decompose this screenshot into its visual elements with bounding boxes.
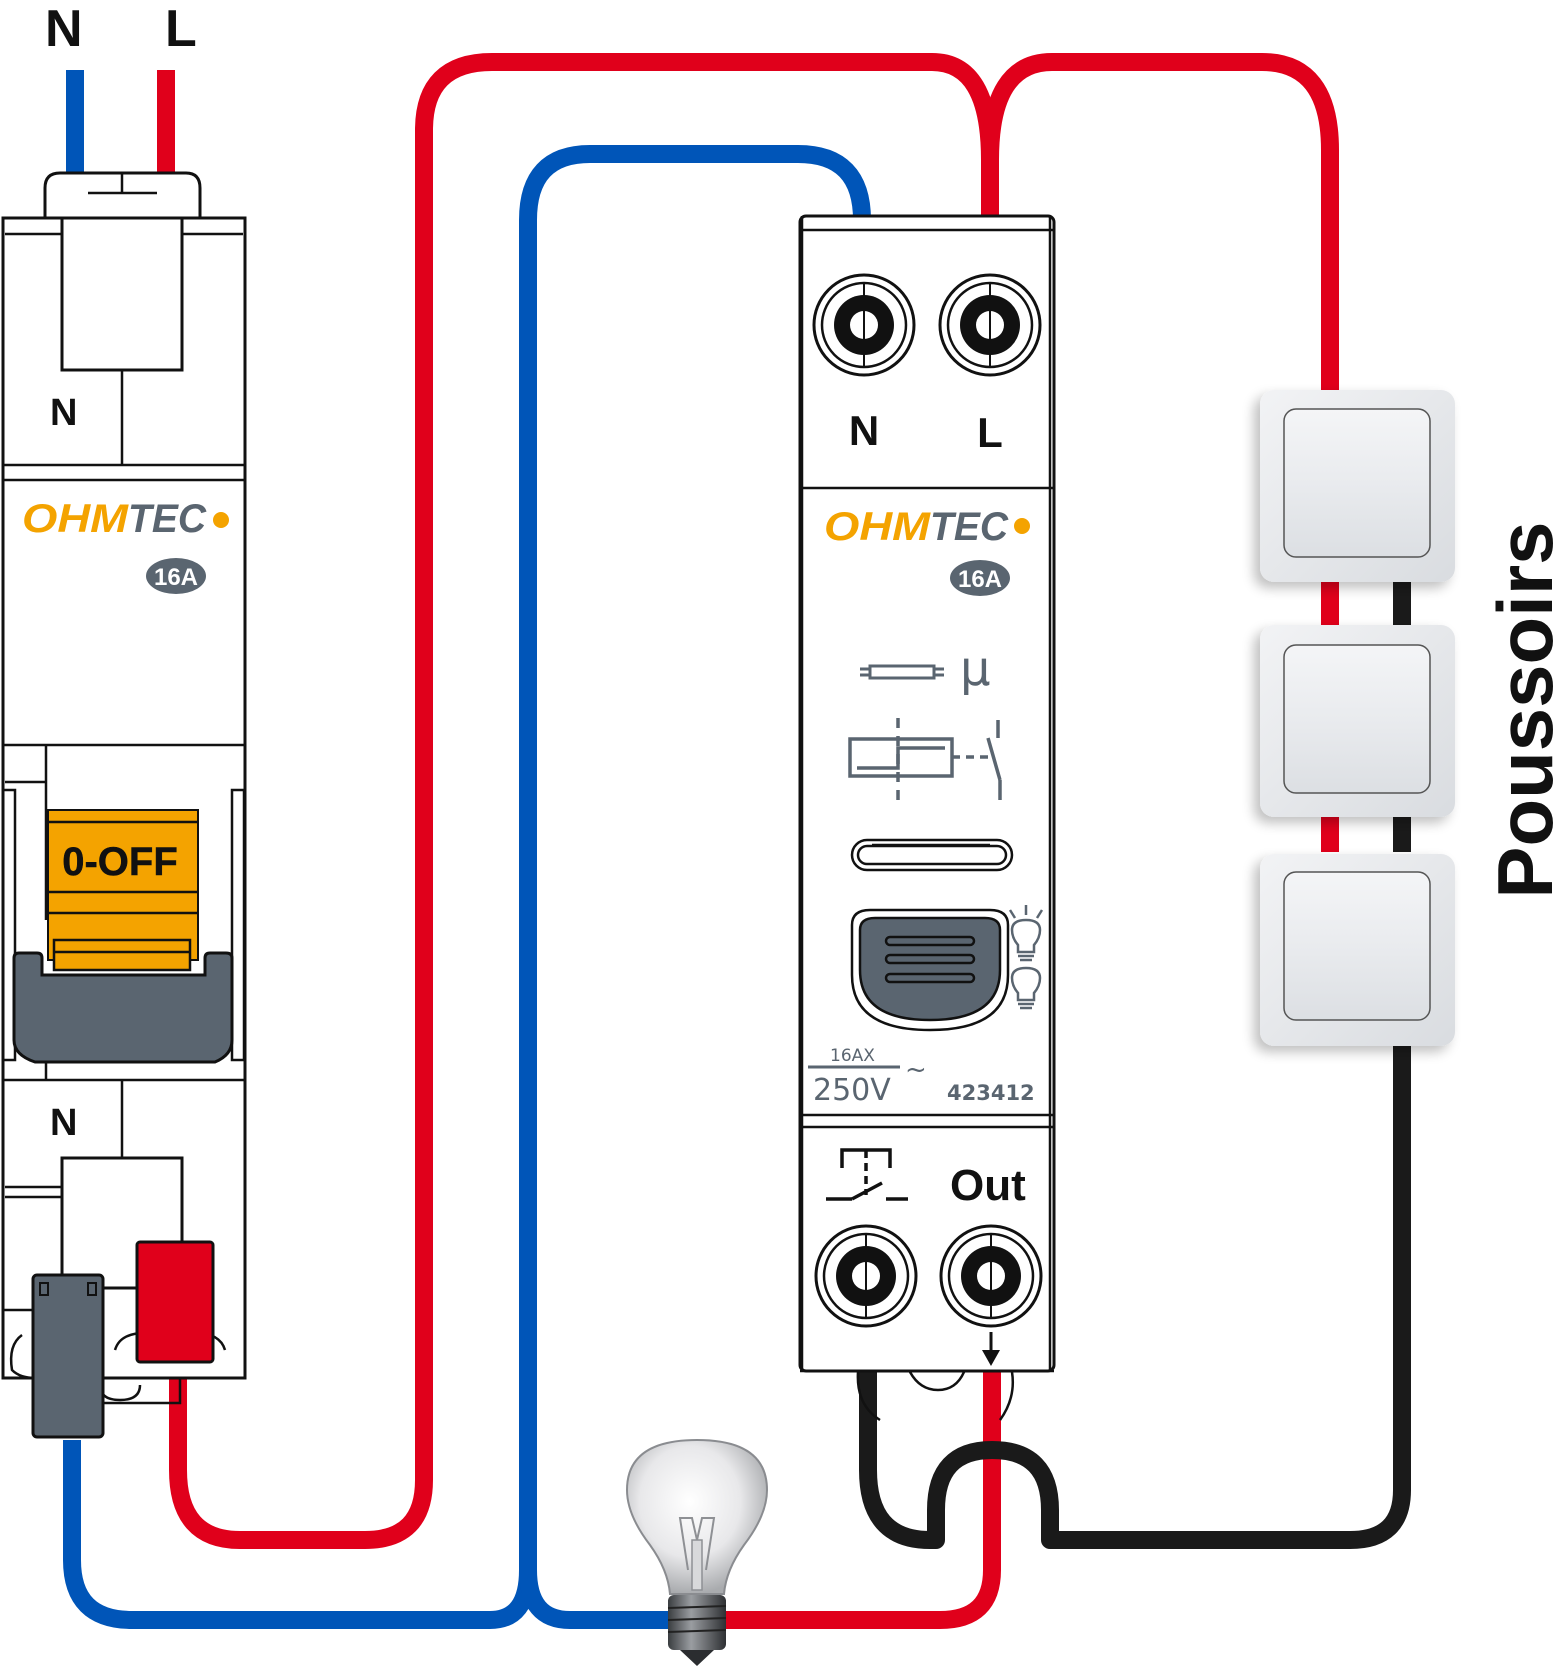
relay-terminal-out[interactable]	[939, 1224, 1043, 1328]
pushbutton-1[interactable]	[1260, 390, 1455, 582]
supply-neutral-label: N	[45, 0, 83, 58]
spec-current: 16AX	[830, 1046, 875, 1066]
impulse-relay: N L OHM TEC 16A µ	[798, 214, 1056, 1422]
pushbutton-return-wire	[859, 1030, 1411, 1549]
pushbutton-3[interactable]	[1260, 854, 1455, 1046]
svg-text:TEC: TEC	[128, 497, 207, 541]
breaker-rating: 16A	[154, 564, 198, 591]
live-wire-pushbuttons	[981, 53, 1339, 400]
output-arrow-icon	[982, 1332, 1000, 1366]
light-on-icon	[1008, 905, 1044, 962]
pushbuttons-title: Poussoirs	[1481, 521, 1558, 898]
relay-terminal-pushbutton[interactable]	[814, 1224, 918, 1328]
breaker-brand-logo: OHM TEC	[22, 497, 229, 541]
breaker-bottom-terminal-label: N	[50, 1102, 77, 1144]
relay-coil-contact-icon	[848, 718, 1002, 800]
relay-reference: 423412	[947, 1081, 1035, 1105]
spec-voltage: 250V	[813, 1073, 891, 1108]
breaker-lever[interactable]: 0-OFF	[47, 809, 199, 972]
live-wire-feed	[169, 53, 999, 1549]
relay-input-label-l: L	[977, 409, 1003, 456]
relay-rating: 16A	[958, 566, 1002, 593]
breaker-live-terminal[interactable]	[135, 1240, 215, 1364]
pushbutton-2[interactable]	[1260, 625, 1455, 817]
relay-output-label: Out	[950, 1161, 1026, 1210]
relay-input-label-n: N	[849, 407, 879, 454]
neutral-wire-return	[63, 145, 871, 1629]
breaker-handle[interactable]	[12, 951, 234, 1064]
breaker-neutral-terminal[interactable]	[31, 1273, 105, 1439]
breaker-top-terminal-label: N	[50, 392, 77, 434]
relay-terminal-n[interactable]	[812, 273, 916, 377]
micro-symbol: µ	[960, 641, 991, 697]
supply-live-label: L	[165, 0, 197, 58]
electronic-component-icon	[860, 664, 944, 680]
spec-ac-symbol: ~	[905, 1055, 927, 1085]
output-wire-lamp	[720, 1370, 1001, 1629]
relay-terminal-l[interactable]	[938, 273, 1042, 377]
relay-window-slot	[850, 838, 1014, 872]
relay-rating-badge	[950, 560, 1010, 596]
neutral-wire-lamp	[519, 1569, 680, 1629]
svg-text:OHM: OHM	[824, 505, 932, 549]
breaker-rating-badge	[146, 558, 206, 594]
svg-text:TEC: TEC	[930, 505, 1009, 549]
light-off-icon	[1010, 966, 1042, 1010]
breaker-lever-label: 0-OFF	[62, 840, 178, 884]
relay-brand-logo: OHM TEC	[824, 505, 1030, 549]
relay-manual-button[interactable]	[850, 908, 1010, 1032]
svg-text:OHM: OHM	[22, 497, 130, 541]
pushbutton-contact-icon	[826, 1148, 908, 1201]
circuit-breaker: N OHM TEC 16A 0-OFF N	[1, 171, 247, 1439]
light-bulb	[625, 1438, 769, 1666]
